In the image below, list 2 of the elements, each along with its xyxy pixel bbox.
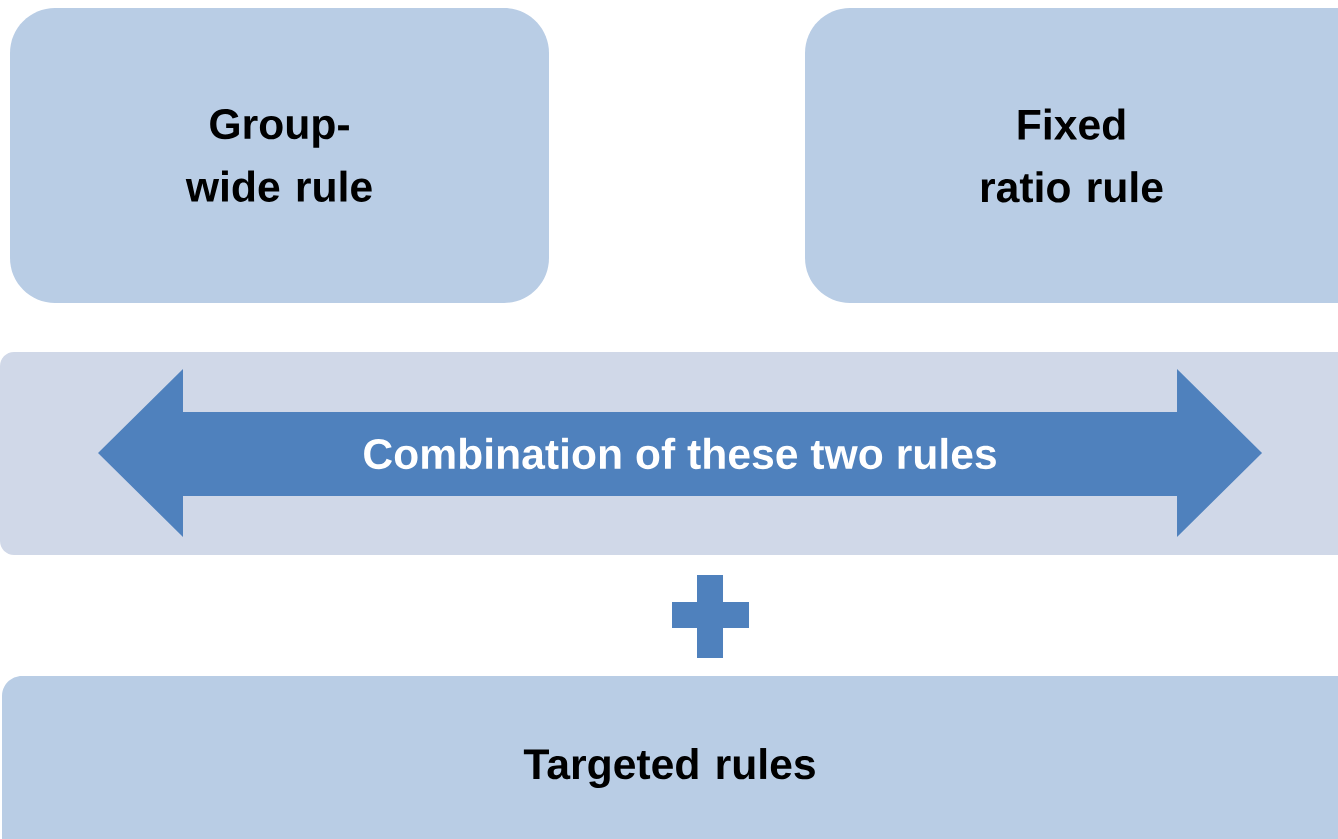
- rule-box: Fixed ratio rule: [805, 8, 1338, 303]
- rule-box: Targeted rules: [2, 676, 1338, 839]
